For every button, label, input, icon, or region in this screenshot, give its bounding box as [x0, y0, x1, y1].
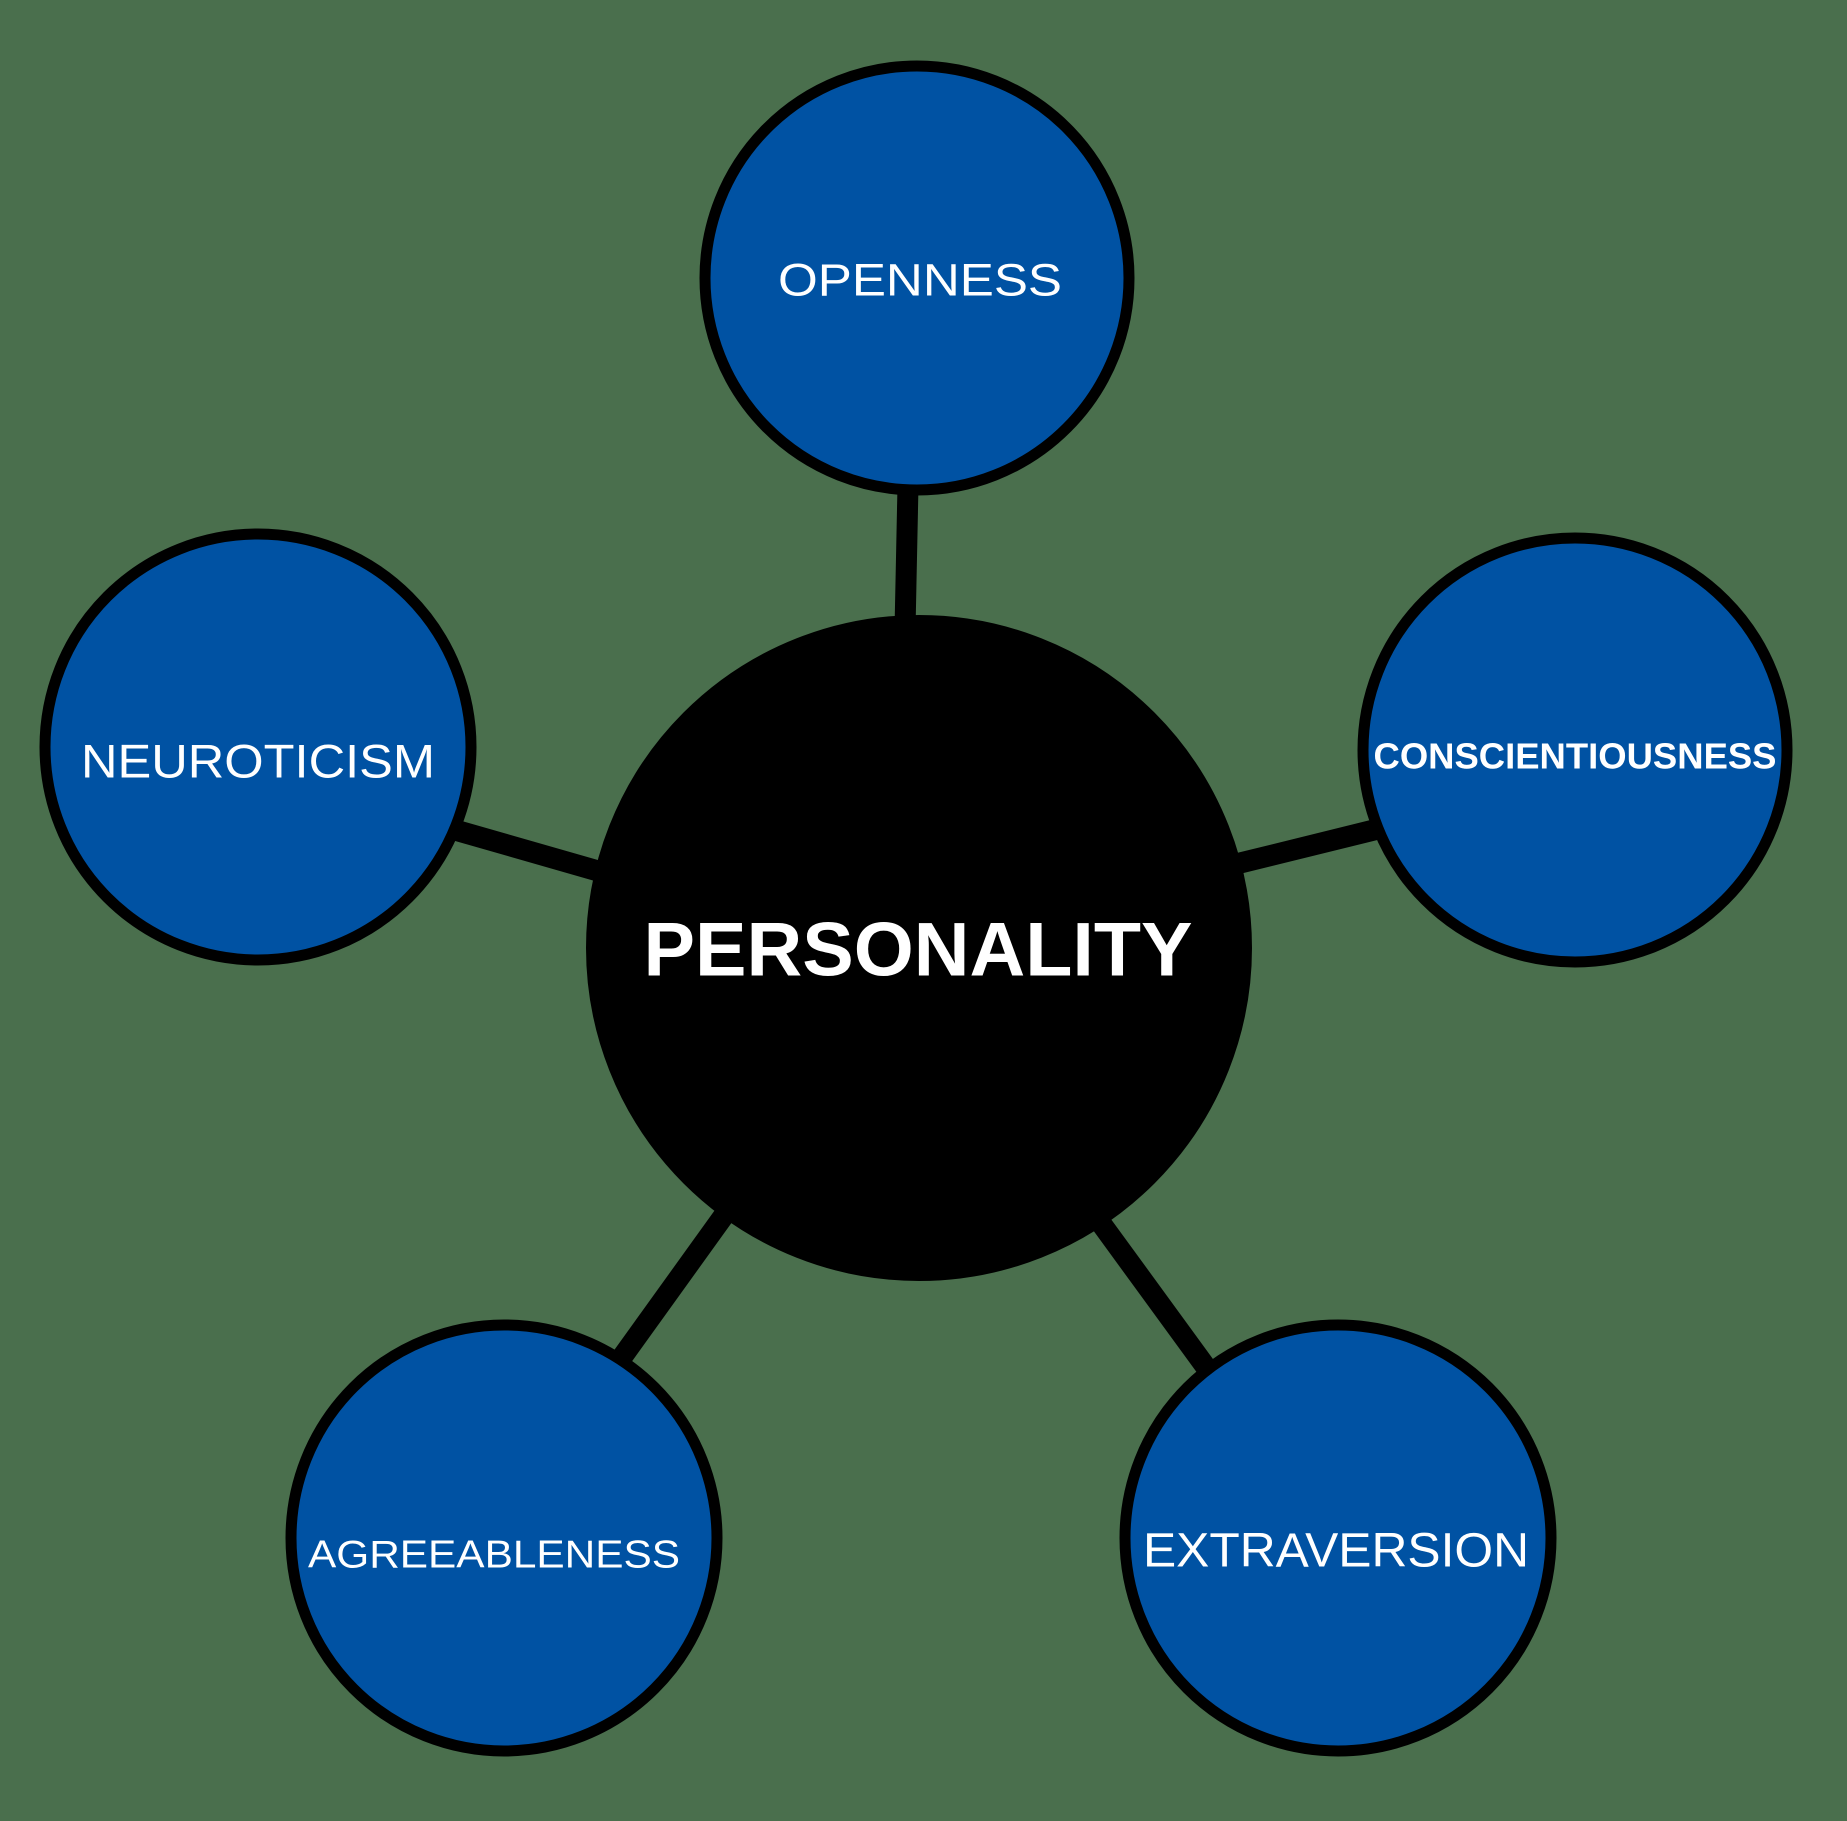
trait-node-openness: OPENNESS — [699, 60, 1135, 496]
trait-label-extraversion: EXTRAVERSION — [1143, 1525, 1529, 1578]
connector-extraversion — [1086, 1208, 1217, 1377]
trait-label-neuroticism: NEUROTICISM — [81, 735, 435, 788]
connectors — [452, 484, 1381, 1377]
trait-circle-agreeableness — [285, 1319, 723, 1757]
trait-circle-neuroticism — [39, 528, 477, 966]
trait-label-agreeableness: AGREEABLENESS — [308, 1534, 680, 1577]
trait-node-conscientiousness: CONSCIENTIOUSNESS — [1357, 532, 1793, 968]
trait-label-openness: OPENNESS — [778, 255, 1062, 306]
center-label: PERSONALITY — [644, 908, 1193, 993]
center-circle — [586, 615, 1252, 1281]
trait-circle-conscientiousness — [1357, 532, 1793, 968]
trait-node-agreeableness: AGREEABLENESS — [285, 1319, 723, 1757]
connector-neuroticism — [452, 819, 608, 884]
trait-node-extraversion: EXTRAVERSION — [1119, 1319, 1557, 1757]
trait-circle-extraversion — [1119, 1319, 1557, 1757]
trait-circle-openness — [699, 60, 1135, 496]
trait-node-neuroticism: NEUROTICISM — [39, 528, 477, 966]
connector-openness — [894, 484, 919, 631]
center-node-personality: PERSONALITY — [586, 615, 1252, 1281]
connector-agreeableness — [611, 1200, 739, 1367]
connector-conscientiousness — [1229, 818, 1381, 876]
trait-label-conscientiousness: CONSCIENTIOUSNESS — [1374, 736, 1777, 777]
